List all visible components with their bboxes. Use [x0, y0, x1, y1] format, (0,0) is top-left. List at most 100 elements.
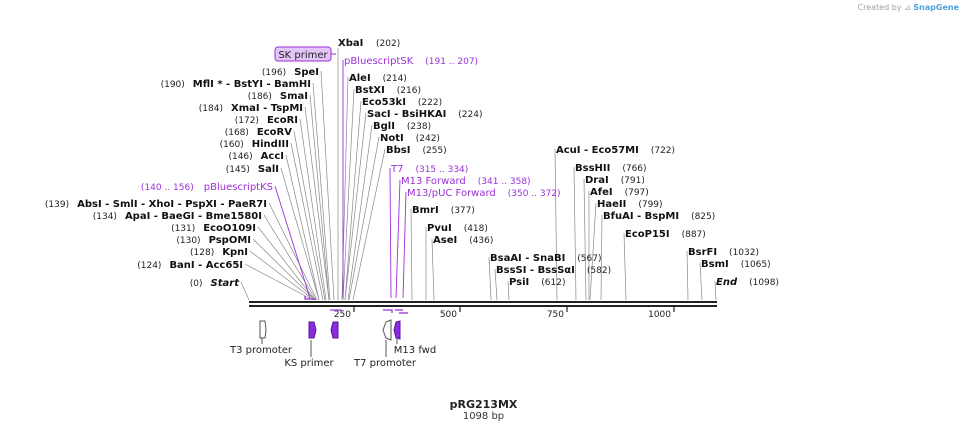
site-leader-line [554, 148, 558, 301]
primer-binding-marks [304, 296, 408, 314]
primer-leader-line [274, 185, 311, 299]
axis-tick-label: 250 [334, 310, 351, 320]
site-position: (238) [407, 122, 431, 132]
site-name: Start [211, 278, 241, 289]
site-name: BmrI [412, 205, 439, 216]
site-position: (172) [235, 116, 259, 126]
site-leader-line [573, 166, 577, 301]
site-name: EcoRI [267, 115, 298, 126]
primer-name: pBluescriptKS [204, 182, 273, 193]
primer-name: T7 [390, 164, 403, 175]
credit-prefix: Created by [857, 3, 902, 12]
site-leader-line [600, 214, 603, 301]
site-leader-line [304, 106, 330, 301]
primer-name: pBluescriptSK [344, 56, 414, 67]
site-leader-line [344, 100, 362, 301]
site-leader-line [293, 130, 326, 301]
site-leader-line [268, 202, 318, 301]
site-name: BsaAI - SnaBI [490, 253, 565, 264]
site-name: BglI [373, 121, 395, 132]
primer-sk-mark [330, 309, 342, 313]
plasmid-name: pRG213MX [449, 398, 518, 411]
site-position: (134) [93, 212, 117, 222]
site-position: (1065) [741, 260, 771, 270]
axis-tick-label: 500 [440, 310, 457, 320]
site-name: EcoO109I [203, 223, 256, 234]
primer-t7-mark [383, 309, 393, 313]
site-position: (124) [137, 261, 161, 271]
site-name: End [716, 277, 738, 288]
site-position: (582) [587, 266, 611, 276]
primer-leader-line [402, 191, 407, 299]
site-position: (255) [422, 146, 446, 156]
site-position: (766) [622, 164, 646, 174]
sk-primer-feature-icon [330, 321, 339, 339]
site-leader-line [280, 167, 320, 301]
site-leader-line [249, 250, 315, 301]
site-leader-line [252, 238, 316, 301]
feature-label-m13: M13 fwd [394, 345, 436, 356]
site-name: XbaI [338, 38, 363, 49]
site-position: (1098) [749, 278, 779, 288]
axis-tick-label: 1000 [648, 310, 671, 320]
site-position: (799) [638, 200, 662, 210]
site-name: NotI [380, 133, 404, 144]
site-position: (224) [458, 110, 482, 120]
site-name: Eco53kI [362, 97, 406, 108]
snapgene-logo-icon: ⊿ [904, 3, 911, 12]
site-leader-line [342, 88, 355, 301]
site-leader-line [699, 262, 703, 301]
site-position: (567) [577, 254, 601, 264]
site-position: (190) [161, 80, 185, 90]
t7-promoter-icon [382, 319, 392, 341]
site-leader-line [488, 256, 492, 301]
site-leader-line [623, 232, 627, 301]
site-position: (130) [176, 236, 200, 246]
site-leader-line [240, 281, 250, 301]
axis-tick-label: 750 [547, 310, 564, 320]
site-name: AbsI - SmlI - XhoI - PspXI - PaeR7I [77, 199, 267, 210]
primer-range: (341 .. 358) [478, 177, 531, 187]
site-position: (131) [171, 224, 195, 234]
site-name: DraI [585, 175, 609, 186]
feature-label-t3: T3 promoter [229, 345, 293, 356]
site-leader-line [244, 263, 314, 301]
site-name: AccI [261, 151, 284, 162]
site-name: HindIII [252, 139, 289, 150]
site-position: (168) [225, 128, 249, 138]
site-leader-line [348, 136, 380, 301]
ks-primer-feature-icon [308, 321, 317, 339]
site-position: (722) [651, 146, 675, 156]
site-name: EcoRV [257, 127, 292, 138]
feature-label-ks: KS primer [284, 358, 334, 369]
site-leader-line [714, 280, 717, 301]
site-leader-line [299, 118, 327, 301]
site-name: BssSI - BssSαI [496, 265, 575, 276]
site-name: SmaI [280, 91, 308, 102]
site-position: (242) [416, 134, 440, 144]
site-leader-line [494, 268, 498, 301]
site-name: AcuI - Eco57MI [556, 145, 639, 156]
feature-label-t7: T7 promoter [353, 358, 417, 369]
primer-name: M13 Forward [401, 176, 466, 187]
site-position: (196) [262, 68, 286, 78]
site-labels: XbaI(202)(196)SpeI(190)MflI * - BstYI - … [45, 38, 779, 289]
site-leader-line [347, 124, 373, 301]
sk-primer-tag: SK primer [278, 50, 328, 61]
primer-ks-mark [304, 296, 316, 300]
primer-leader-line [395, 179, 401, 299]
site-leader-line [583, 178, 587, 301]
site-position: (825) [691, 212, 715, 222]
site-position: (222) [418, 98, 442, 108]
site-name: BanI - Acc65I [169, 260, 243, 271]
primer-range: (140 .. 156) [141, 183, 194, 193]
site-name: BstXI [355, 85, 385, 96]
t3-promoter-icon [259, 320, 267, 339]
site-name: AseI [433, 235, 457, 246]
site-position: (184) [199, 104, 223, 114]
site-name: PvuI [427, 223, 452, 234]
site-leader-line [352, 148, 386, 301]
site-name: SalI [258, 164, 279, 175]
site-position: (139) [45, 200, 69, 210]
